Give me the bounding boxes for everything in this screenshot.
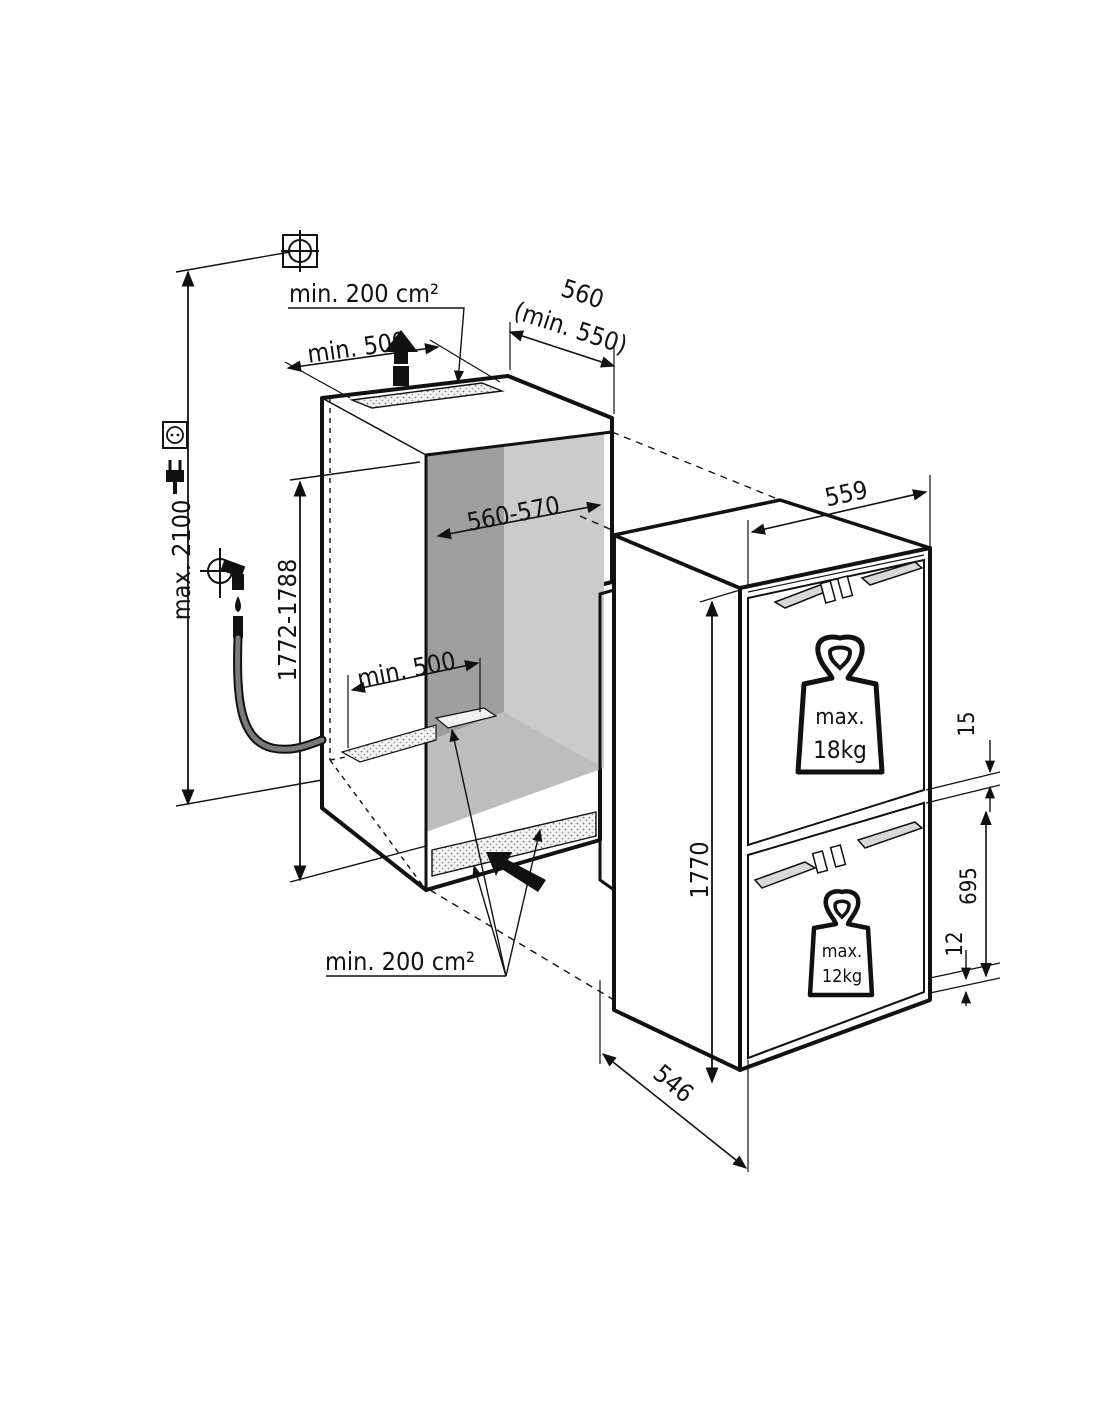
upper-load-value: 18kg	[813, 736, 867, 764]
dim-bottom-vent-area: min. 200 cm²	[325, 728, 546, 977]
niche-height-label: 1772-1788	[273, 559, 302, 682]
gap-top-label: 15	[955, 711, 980, 736]
bottom-vent-area-label: min. 200 cm²	[325, 947, 475, 976]
appliance-body	[598, 498, 932, 1072]
lower-load-weight: max. 12kg	[807, 889, 875, 998]
max-height-label: max. 2100	[167, 500, 196, 621]
upper-door-hinges	[773, 561, 924, 609]
depth-min-label: (min. 550)	[510, 296, 630, 360]
water-hose	[233, 633, 327, 754]
dim-gap-bottom: 12	[929, 931, 1001, 1006]
top-vent-area-label: min. 200 cm²	[289, 279, 439, 308]
niche-cabinet	[320, 374, 614, 892]
water-connection-icon	[281, 230, 319, 272]
gap-bottom-label: 12	[943, 931, 968, 956]
dim-niche-height: 1772-1788	[273, 461, 427, 883]
upper-load-label: max.	[815, 705, 864, 730]
plug-icon	[166, 460, 184, 494]
appliance-depth-label: 546	[648, 1059, 700, 1109]
socket-icon	[162, 421, 188, 449]
appliance-height-label: 1770	[685, 841, 714, 898]
lower-load-value: 12kg	[822, 966, 862, 987]
dim-max-height: max. 2100	[167, 251, 323, 807]
dim-gap-top: 15	[925, 711, 1001, 812]
depth-main-label: 560	[558, 273, 608, 314]
dim-appliance-height: 1770	[685, 589, 741, 1084]
lower-door-hinges	[753, 821, 924, 889]
door-height-label: 695	[957, 867, 982, 905]
water-tap-icon	[200, 548, 246, 638]
upper-load-weight: max. 18kg	[795, 634, 885, 775]
lower-load-label: max.	[822, 941, 862, 962]
